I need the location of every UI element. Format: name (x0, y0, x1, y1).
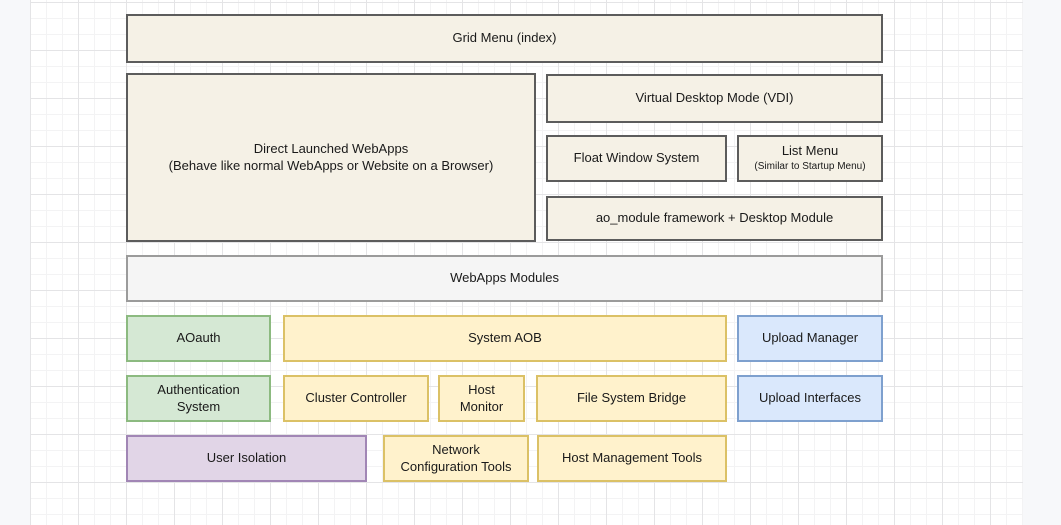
node-label: Cluster Controller (305, 390, 406, 407)
node-user-isolation[interactable]: User Isolation (126, 435, 367, 482)
node-label: AOauth (176, 330, 220, 347)
node-file-system-bridge[interactable]: File System Bridge (536, 375, 727, 422)
node-host-monitor[interactable]: Host Monitor (438, 375, 525, 422)
node-label: List Menu (782, 143, 838, 160)
node-label: Direct Launched WebApps (254, 141, 408, 158)
node-sublabel: (Behave like normal WebApps or Website o… (169, 158, 494, 175)
node-cluster-controller[interactable]: Cluster Controller (283, 375, 429, 422)
node-label: Host Monitor (450, 382, 513, 416)
node-float-window-system[interactable]: Float Window System (546, 135, 727, 182)
node-label: Grid Menu (index) (452, 30, 556, 47)
node-label: Network Configuration Tools (395, 442, 517, 476)
node-label: WebApps Modules (450, 270, 559, 287)
node-label: System AOB (468, 330, 542, 347)
node-authentication-system[interactable]: Authentication System (126, 375, 271, 422)
node-label: Virtual Desktop Mode (VDI) (636, 90, 794, 107)
node-virtual-desktop-mode[interactable]: Virtual Desktop Mode (VDI) (546, 74, 883, 123)
node-sublabel: (Similar to Startup Menu) (754, 160, 865, 174)
node-label: File System Bridge (577, 390, 686, 407)
node-ao-module-framework[interactable]: ao_module framework + Desktop Module (546, 196, 883, 241)
node-label: User Isolation (207, 450, 286, 467)
node-aoauth[interactable]: AOauth (126, 315, 271, 362)
node-network-configuration-tools[interactable]: Network Configuration Tools (383, 435, 529, 482)
node-label: Host Management Tools (562, 450, 702, 467)
node-list-menu[interactable]: List Menu (Similar to Startup Menu) (737, 135, 883, 182)
node-label: ao_module framework + Desktop Module (596, 210, 833, 227)
node-label: Authentication System (138, 382, 259, 416)
node-upload-interfaces[interactable]: Upload Interfaces (737, 375, 883, 422)
node-label: Upload Manager (762, 330, 858, 347)
node-label: Float Window System (574, 150, 700, 167)
node-webapps-modules[interactable]: WebApps Modules (126, 255, 883, 302)
node-upload-manager[interactable]: Upload Manager (737, 315, 883, 362)
node-host-management-tools[interactable]: Host Management Tools (537, 435, 727, 482)
node-system-aob[interactable]: System AOB (283, 315, 727, 362)
node-grid-menu[interactable]: Grid Menu (index) (126, 14, 883, 63)
node-label: Upload Interfaces (759, 390, 861, 407)
node-direct-launched-webapps[interactable]: Direct Launched WebApps (Behave like nor… (126, 73, 536, 242)
